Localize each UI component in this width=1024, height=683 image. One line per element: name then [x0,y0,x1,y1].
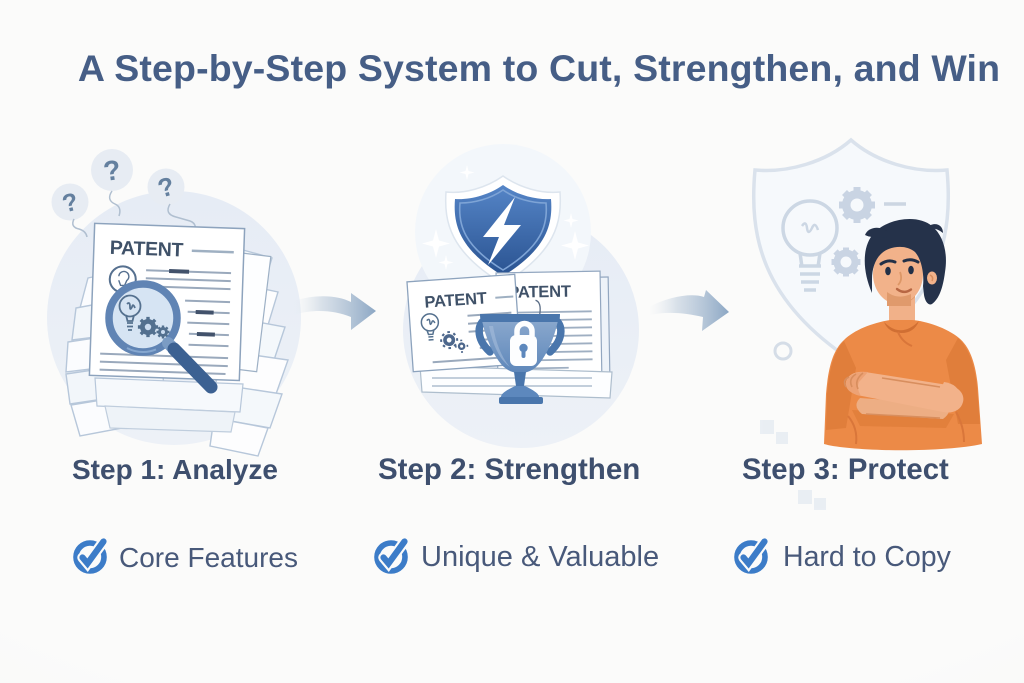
svg-text:PATENT: PATENT [109,237,183,262]
svg-text:?: ? [154,170,178,203]
svg-text:?: ? [59,188,81,219]
svg-text:?: ? [101,154,122,187]
svg-text:PATENT: PATENT [508,283,571,302]
svg-text:PATENT: PATENT [424,289,488,311]
